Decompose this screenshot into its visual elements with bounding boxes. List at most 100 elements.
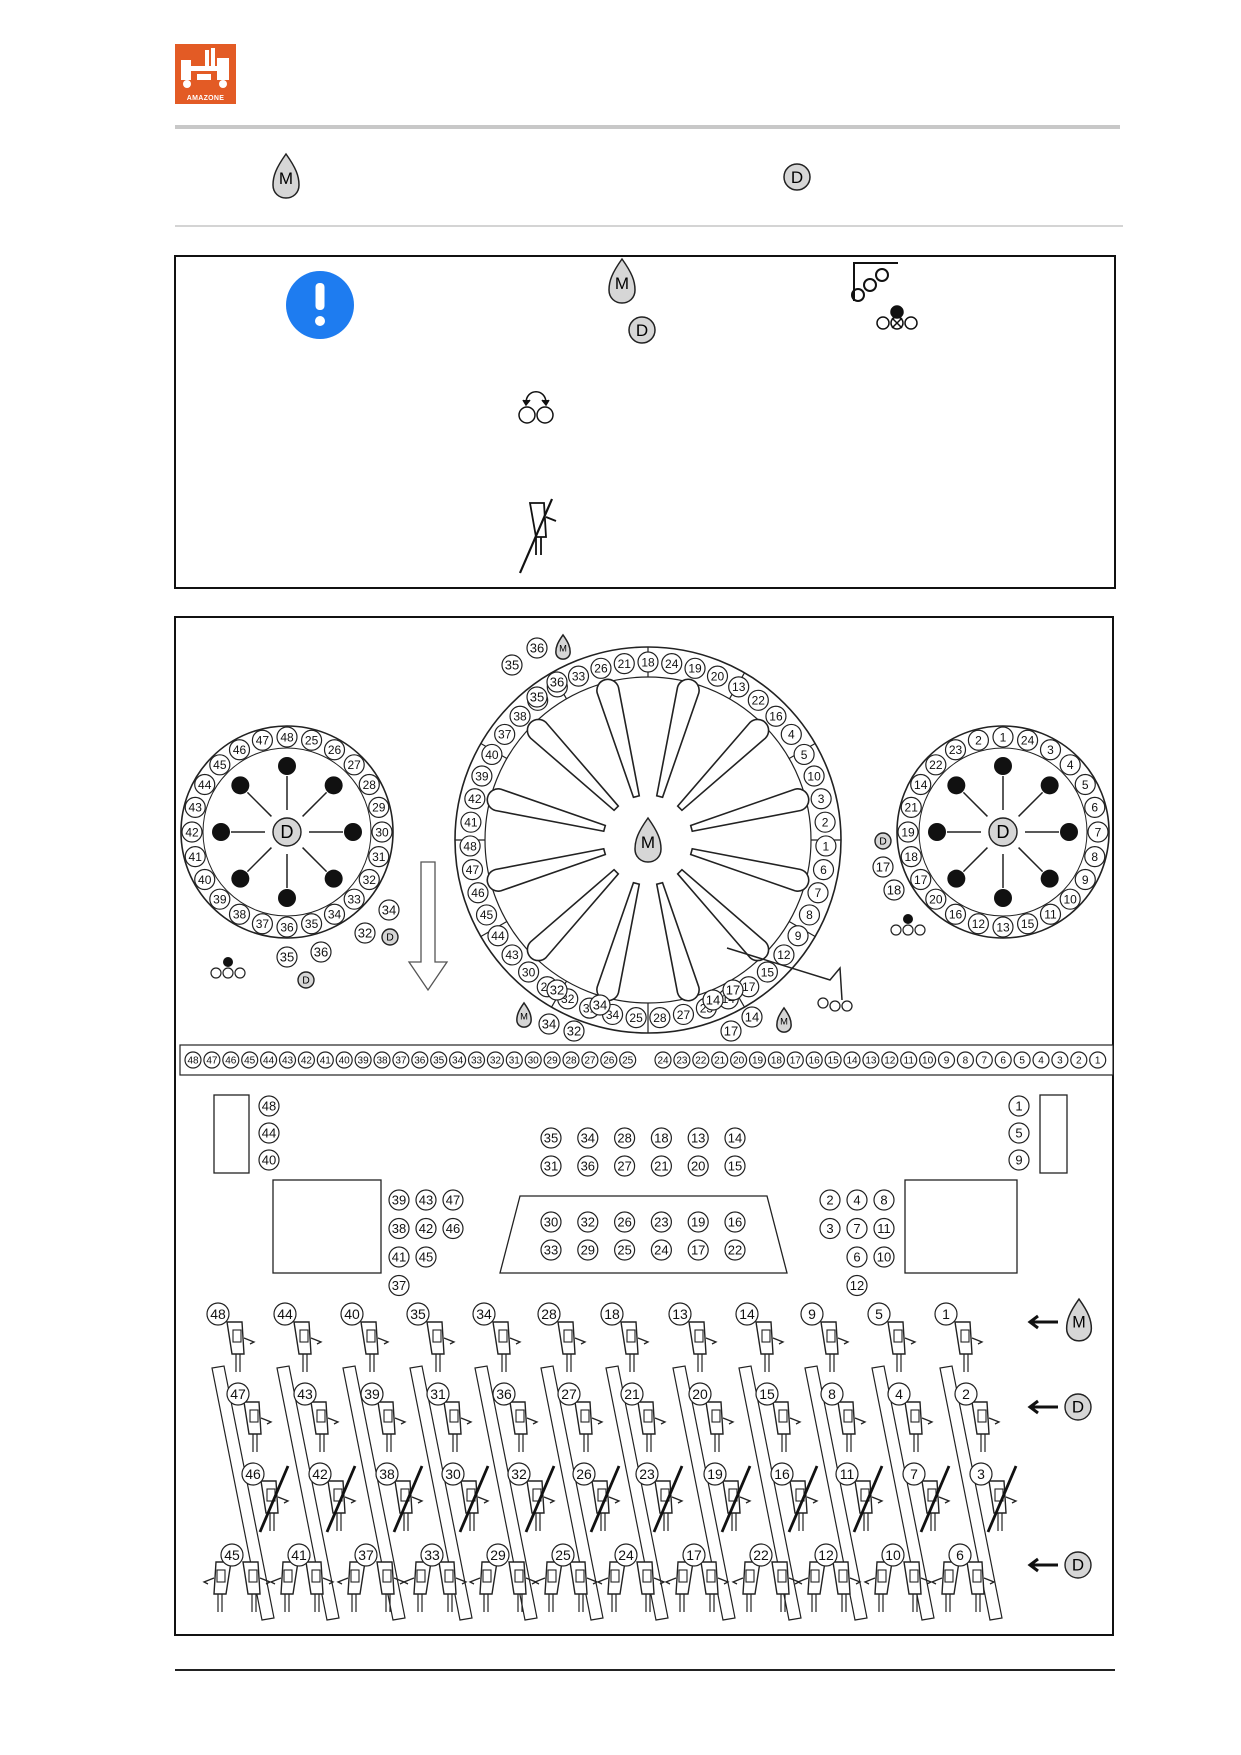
svg-text:21: 21 [905, 801, 919, 815]
svg-text:43: 43 [419, 1193, 433, 1208]
callout: 35 [526, 686, 548, 708]
tube-number: 23 [650, 1211, 673, 1233]
svg-text:31: 31 [430, 1386, 446, 1402]
svg-text:36: 36 [581, 1159, 595, 1174]
svg-text:20: 20 [692, 1386, 708, 1402]
coulter-number: 23 [635, 1462, 659, 1486]
svg-text:40: 40 [344, 1306, 360, 1322]
outlet-rail-number: 45 [241, 1051, 259, 1069]
svg-text:2: 2 [975, 734, 982, 748]
svg-text:29: 29 [490, 1547, 506, 1563]
svg-text:26: 26 [328, 743, 342, 757]
left-distributor-outlet: 26 [323, 739, 346, 761]
coulter-icon [700, 1561, 730, 1612]
coulter-number: 11 [835, 1462, 859, 1486]
tube-number: 21 [650, 1155, 673, 1177]
outlet-rail-number: 27 [581, 1051, 599, 1069]
svg-text:28: 28 [541, 1306, 557, 1322]
coulter-icon [772, 1401, 802, 1452]
svg-text:10: 10 [922, 1056, 934, 1067]
svg-text:43: 43 [282, 1056, 294, 1067]
svg-text:24: 24 [618, 1547, 634, 1563]
outlet-rail-number: 37 [392, 1051, 410, 1069]
m-hopper-icon: M [555, 633, 571, 660]
blocked-coulter-mark [258, 1465, 290, 1533]
right-distributor-outlet: 5 [1074, 773, 1096, 796]
row-arrow-icon [1027, 1557, 1058, 1573]
svg-text:24: 24 [654, 1243, 668, 1258]
right-distributor-outlet: 7 [1087, 821, 1109, 843]
tube-number: 30 [540, 1211, 562, 1233]
left-distributor-outlet: 25 [300, 729, 323, 751]
svg-text:18: 18 [604, 1306, 620, 1322]
tube-number: 35 [540, 1127, 562, 1149]
svg-text:16: 16 [769, 710, 783, 724]
svg-text:41: 41 [189, 850, 203, 864]
svg-text:32: 32 [550, 983, 564, 998]
outlet-rail-number: 9 [937, 1051, 956, 1069]
outlet-rail-number: 15 [824, 1051, 842, 1069]
svg-text:30: 30 [528, 1056, 540, 1067]
svg-text:27: 27 [347, 758, 361, 772]
coulter-icon [574, 1401, 604, 1452]
seed-hose [276, 1365, 340, 1621]
callout: 35 [276, 946, 298, 968]
svg-text:6: 6 [1000, 1056, 1006, 1067]
svg-text:44: 44 [262, 1126, 276, 1141]
svg-text:44: 44 [263, 1056, 275, 1067]
coulter-number: 48 [206, 1302, 230, 1326]
right-distributor-outlet: 10 [1059, 888, 1081, 910]
blocked-coulter-mark [787, 1465, 819, 1533]
diagram-box [174, 616, 1114, 1636]
coulter-number: 41 [287, 1543, 311, 1567]
main-ring-outlet: 6 [812, 859, 835, 881]
svg-text:40: 40 [262, 1153, 276, 1168]
svg-text:43: 43 [505, 948, 519, 962]
coulter-icon [360, 1321, 390, 1372]
svg-text:14: 14 [846, 1056, 858, 1067]
svg-text:23: 23 [949, 743, 963, 757]
svg-text:36: 36 [314, 945, 328, 960]
svg-text:39: 39 [475, 769, 489, 783]
svg-text:D: D [996, 822, 1009, 842]
svg-text:42: 42 [468, 792, 482, 806]
svg-text:37: 37 [358, 1547, 374, 1563]
blocked-coulter-mark [986, 1465, 1018, 1533]
coulter-icon [426, 1321, 456, 1372]
left-distributor-outlet: 35 [300, 913, 323, 935]
tube-number: 43 [415, 1189, 437, 1211]
coulter-icon [305, 1561, 335, 1612]
svg-text:29: 29 [547, 1056, 559, 1067]
coulter-number: 20 [688, 1382, 712, 1406]
coulter-icon [820, 1321, 850, 1372]
svg-text:5: 5 [1015, 1126, 1022, 1141]
coulter-icon [492, 1321, 522, 1372]
coulter-icon [731, 1561, 761, 1612]
svg-text:3: 3 [818, 792, 825, 806]
hose-line [726, 947, 843, 1001]
svg-text:36: 36 [550, 675, 564, 690]
svg-text:5: 5 [1019, 1056, 1025, 1067]
svg-text:24: 24 [657, 1056, 669, 1067]
left-distributor-outlet: 31 [368, 845, 390, 868]
svg-text:25: 25 [617, 1243, 631, 1258]
left-distributor-outlet: 36 [276, 916, 298, 938]
svg-text:34: 34 [606, 1008, 620, 1022]
tube-number: 4 [846, 1189, 868, 1211]
svg-text:35: 35 [544, 1131, 558, 1146]
tube-number: 6 [846, 1246, 868, 1268]
tube-number: 25 [613, 1239, 636, 1261]
svg-text:39: 39 [392, 1193, 406, 1208]
main-ring-outlet: 17 [738, 976, 760, 998]
svg-text:22: 22 [728, 1243, 742, 1258]
svg-text:24: 24 [665, 657, 679, 671]
svg-text:30: 30 [375, 825, 389, 839]
main-ring-outlet: 13 [728, 676, 750, 698]
d-symbol-label: D [791, 168, 803, 187]
svg-text:2: 2 [1076, 1056, 1082, 1067]
svg-text:20: 20 [929, 892, 943, 906]
coulter-number: 21 [620, 1382, 644, 1406]
left-distributor-outlet: 38 [228, 903, 251, 925]
main-ring-outlet: 7 [807, 882, 829, 904]
main-ring-outlet: 22 [747, 689, 769, 711]
